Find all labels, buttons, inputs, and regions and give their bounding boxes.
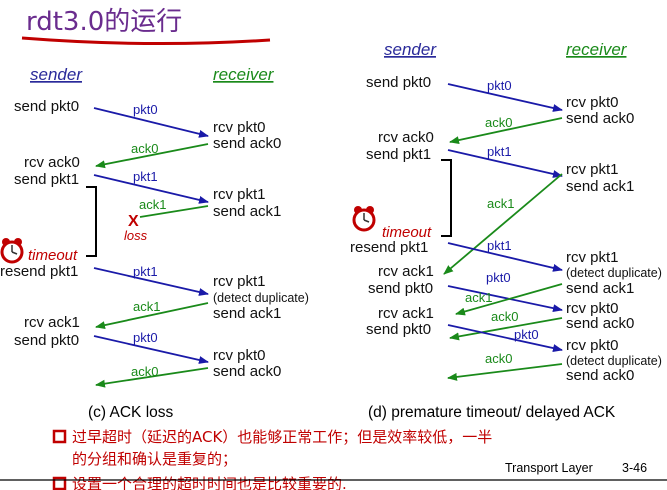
left-arrow-pkt <box>93 174 209 204</box>
right-arrow-ack-delayed <box>443 173 563 275</box>
left-sender-label: resend pkt1 <box>0 263 78 280</box>
left-timeout-label: timeout <box>28 247 78 264</box>
right-receiver-label: (detect duplicate) <box>566 354 662 368</box>
left-receiver-label: rcv pkt0 <box>213 347 266 364</box>
left-msg-label: pkt0 <box>133 102 158 117</box>
left-msg-label: pkt0 <box>133 330 158 345</box>
right-receiver-label: (detect duplicate) <box>566 266 662 280</box>
right-msg-label: pkt0 <box>487 78 512 93</box>
right-sender-label: send pkt1 <box>366 146 431 163</box>
left-sender-label: rcv ack0 <box>24 154 80 171</box>
right-arrow-pkt <box>447 285 563 313</box>
left-receiver-label: rcv pkt0 <box>213 119 266 136</box>
left-arrow-ack <box>95 302 209 330</box>
right-timeout-label: timeout <box>382 224 432 241</box>
right-arrow-ack <box>449 317 563 341</box>
left-receiver-label: send ack1 <box>213 203 281 220</box>
right-caption: (d) premature timeout/ delayed ACK <box>368 404 616 421</box>
scenario-ack-loss: sender receiver send pkt0 rcv ack0 send … <box>0 65 309 421</box>
right-msg-label: pkt0 <box>514 327 539 342</box>
right-receiver-label: rcv pkt0 <box>566 337 619 354</box>
scenario-premature-timeout: sender receiver send pkt0 rcv ack0 send … <box>350 40 662 421</box>
left-arrow-pkt <box>93 267 209 296</box>
title-underline <box>21 36 271 46</box>
right-arrow-ack <box>449 117 563 145</box>
left-receiver-label: send ack0 <box>213 135 281 152</box>
right-sender-label: send pkt0 <box>366 74 431 91</box>
right-arrow-pkt <box>447 83 563 112</box>
left-msg-label: ack1 <box>133 299 160 314</box>
left-arrow-pkt <box>93 335 209 364</box>
right-sender-label: resend pkt1 <box>350 239 428 256</box>
bullet-text: 设置一个合理的超时时间也是比较重要的. <box>72 475 347 490</box>
alarm-clock-icon <box>352 206 376 232</box>
loss-label: loss <box>124 228 148 243</box>
left-receiver-label: send ack1 <box>213 305 281 322</box>
right-receiver-label: send ack0 <box>566 367 634 384</box>
left-receiver-label: rcv pkt1 <box>213 186 266 203</box>
right-arrow-pkt <box>447 149 563 178</box>
left-caption: (c) ACK loss <box>88 404 174 421</box>
left-receiver-header: receiver <box>213 65 275 84</box>
right-receiver-label: send ack0 <box>566 315 634 332</box>
left-sender-label: send pkt0 <box>14 332 79 349</box>
left-arrow-pkt <box>93 107 209 138</box>
right-arrow-ack <box>455 283 563 316</box>
left-msg-label: ack0 <box>131 364 158 379</box>
right-msg-label: ack0 <box>491 309 518 324</box>
notes: 过早超时（延迟的ACK）也能够正常工作；但是效率较低，一半 的分组和确认是重复的… <box>52 428 492 490</box>
left-sender-label: send pkt1 <box>14 171 79 188</box>
right-receiver-label: rcv pkt0 <box>566 94 619 111</box>
left-msg-label: pkt1 <box>133 264 158 279</box>
right-msg-label: ack1 <box>465 290 492 305</box>
right-msg-label: ack0 <box>485 351 512 366</box>
right-sender-label: send pkt0 <box>368 280 433 297</box>
right-receiver-label: send ack0 <box>566 110 634 127</box>
left-arrow-ack-lost <box>139 205 209 218</box>
right-receiver-label: rcv pkt1 <box>566 161 619 178</box>
left-receiver-label: rcv pkt1 <box>213 273 266 290</box>
right-receiver-label: send ack1 <box>566 178 634 195</box>
right-sender-label: rcv ack1 <box>378 305 434 322</box>
left-timeout-bracket <box>86 186 97 257</box>
right-sender-label: send pkt0 <box>366 321 431 338</box>
bullet-text: 过早超时（延迟的ACK）也能够正常工作；但是效率较低，一半 <box>72 428 492 446</box>
left-arrow-ack <box>95 143 209 169</box>
right-msg-label: ack1 <box>487 196 514 211</box>
right-msg-label: pkt1 <box>487 144 512 159</box>
right-receiver-label: rcv pkt1 <box>566 249 619 266</box>
right-arrow-pkt <box>447 242 563 272</box>
alarm-clock-icon <box>0 238 24 264</box>
right-sender-header: sender <box>384 40 437 59</box>
right-msg-label: ack0 <box>485 115 512 130</box>
right-sender-label: rcv ack1 <box>378 263 434 280</box>
page-number: 3-46 <box>622 461 647 475</box>
left-sender-header: sender <box>30 65 83 84</box>
right-receiver-label: rcv pkt0 <box>566 300 619 317</box>
right-receiver-label: send ack1 <box>566 280 634 297</box>
left-msg-label: pkt1 <box>133 169 158 184</box>
right-sender-label: rcv ack0 <box>378 129 434 146</box>
left-sender-label: send pkt0 <box>14 98 79 115</box>
left-receiver-label: send ack0 <box>213 363 281 380</box>
right-msg-label: pkt0 <box>486 270 511 285</box>
left-arrow-ack <box>95 367 209 388</box>
loss-x-icon: X <box>128 213 139 230</box>
right-timeout-bracket <box>441 159 452 237</box>
left-msg-label: ack0 <box>131 141 158 156</box>
left-sender-label: rcv ack1 <box>24 314 80 331</box>
right-receiver-header: receiver <box>566 40 628 59</box>
checkbox-bullet-icon <box>52 476 67 490</box>
checkbox-bullet-icon <box>52 429 67 444</box>
page-title: rdt3.0的运行 <box>26 7 182 37</box>
left-receiver-label: (detect duplicate) <box>213 291 309 305</box>
right-arrow-pkt <box>447 324 563 352</box>
footer-label: Transport Layer <box>505 461 593 475</box>
right-arrow-ack <box>447 363 563 381</box>
bullet-text: 的分组和确认是重复的； <box>72 450 237 468</box>
right-msg-label: pkt1 <box>487 238 512 253</box>
left-msg-label: ack1 <box>139 197 166 212</box>
